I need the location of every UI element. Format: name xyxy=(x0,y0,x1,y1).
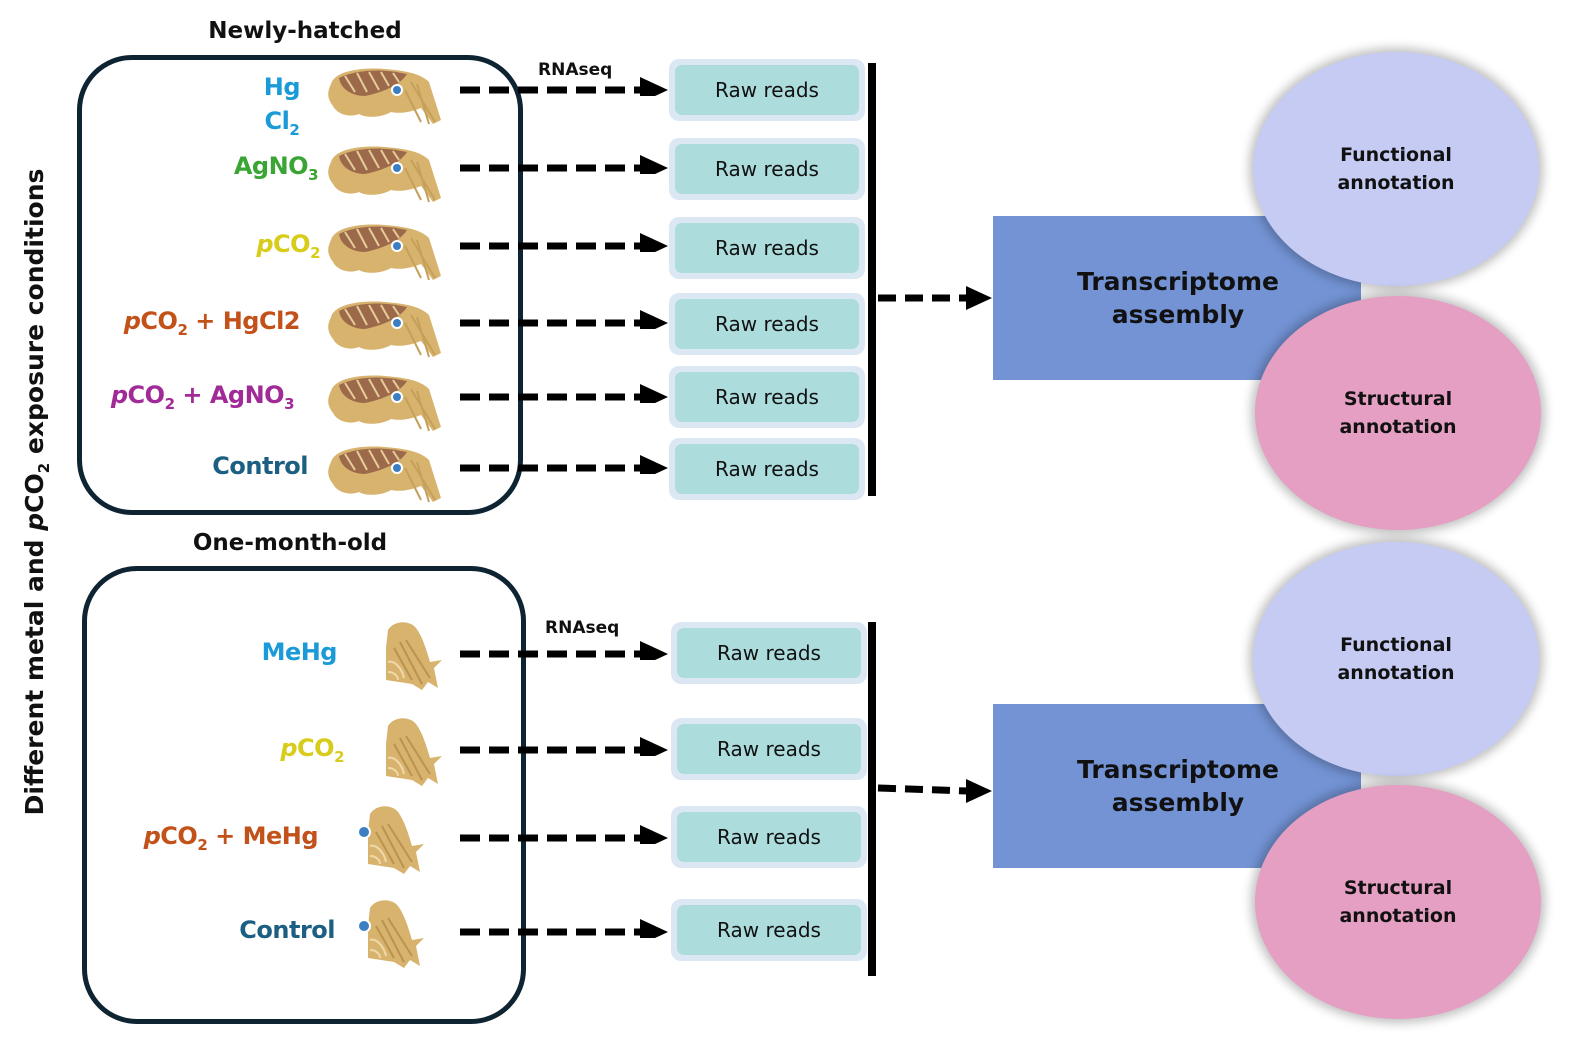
newly-hatched-panel xyxy=(77,55,523,515)
raw-reads-label: Raw reads xyxy=(675,223,859,273)
raw-reads-label: Raw reads xyxy=(677,724,861,774)
raw-reads-label: Raw reads xyxy=(675,65,859,115)
condition-label: pCO2 + AgNO3 xyxy=(110,381,295,413)
structural-annotation-circle: Structural annotation xyxy=(1255,296,1541,530)
condition-label: Control xyxy=(212,452,308,480)
functional-annotation-label: Functional annotation xyxy=(1337,144,1455,194)
condition-label: MeHg xyxy=(261,638,338,666)
structural-annotation-label: Structural annotation xyxy=(1339,877,1457,927)
rnaseq-arrow xyxy=(460,233,668,252)
merge-bar xyxy=(868,63,876,496)
merge-bar xyxy=(868,622,876,976)
condition-label: pCO2 + HgCl2 xyxy=(123,307,301,339)
rnaseq-arrow xyxy=(460,310,668,329)
condition-label: pCO2 xyxy=(256,230,320,262)
rnaseq-arrow xyxy=(460,384,668,403)
rnaseq-arrow xyxy=(460,155,668,174)
rnaseq-arrow xyxy=(460,641,668,660)
rnaseq-arrow xyxy=(460,737,668,756)
raw-reads-label: Raw reads xyxy=(675,372,859,422)
functional-annotation-label: Functional annotation xyxy=(1337,634,1455,684)
group-title-one-month-old: One-month-old xyxy=(192,530,388,556)
cuttlefish-icon xyxy=(325,140,445,215)
raw-reads-box: Raw reads xyxy=(669,438,865,500)
raw-reads-label: Raw reads xyxy=(677,905,861,955)
raw-reads-label: Raw reads xyxy=(675,444,859,494)
raw-reads-box: Raw reads xyxy=(669,217,865,279)
cuttlefish-icon xyxy=(325,62,445,137)
rnaseq-arrow xyxy=(460,455,668,474)
functional-annotation-circle: Functional annotation xyxy=(1253,542,1539,776)
cuttlefish-icon xyxy=(325,440,445,515)
raw-reads-label: Raw reads xyxy=(675,299,859,349)
transcriptome-assembly-label: Transcriptome assembly xyxy=(1077,267,1279,329)
cuttlefish-icon xyxy=(372,618,442,698)
condition-label: AgNO3 xyxy=(233,152,319,184)
cuttlefish-icon xyxy=(325,218,445,293)
rnaseq-arrow xyxy=(460,825,668,844)
merge-arrow xyxy=(877,779,992,803)
cuttlefish-icon xyxy=(372,714,442,794)
rnaseq-label: RNAseq xyxy=(545,618,620,638)
group-title-newly-hatched: Newly-hatched xyxy=(208,18,402,44)
raw-reads-label: Raw reads xyxy=(677,628,861,678)
raw-reads-box: Raw reads xyxy=(669,366,865,428)
condition-label: pCO2 xyxy=(280,734,344,766)
raw-reads-box: Raw reads xyxy=(671,806,867,868)
raw-reads-box: Raw reads xyxy=(671,718,867,780)
structural-annotation-label: Structural annotation xyxy=(1339,388,1457,438)
raw-reads-label: Raw reads xyxy=(675,144,859,194)
one-month-old-panel xyxy=(82,566,526,1024)
cuttlefish-icon xyxy=(325,369,445,444)
condition-label: pCO2 + MeHg xyxy=(143,822,319,854)
cuttlefish-icon xyxy=(354,802,424,882)
raw-reads-box: Raw reads xyxy=(671,899,867,961)
condition-label: Control xyxy=(239,916,335,944)
functional-annotation-circle: Functional annotation xyxy=(1253,52,1539,286)
rnaseq-arrow xyxy=(460,77,668,96)
raw-reads-box: Raw reads xyxy=(669,293,865,355)
merge-arrow xyxy=(878,286,992,310)
raw-reads-box: Raw reads xyxy=(671,622,867,684)
transcriptome-assembly-label: Transcriptome assembly xyxy=(1077,755,1279,817)
structural-annotation-circle: Structural annotation xyxy=(1255,785,1541,1019)
cuttlefish-icon xyxy=(354,896,424,976)
raw-reads-box: Raw reads xyxy=(669,59,865,121)
raw-reads-box: Raw reads xyxy=(669,138,865,200)
rnaseq-label: RNAseq xyxy=(538,60,613,80)
exposure-conditions-label: Different metal and pCO2 exposure condit… xyxy=(20,168,53,816)
cuttlefish-icon xyxy=(325,295,445,370)
rnaseq-arrow xyxy=(460,919,668,938)
raw-reads-label: Raw reads xyxy=(677,812,861,862)
